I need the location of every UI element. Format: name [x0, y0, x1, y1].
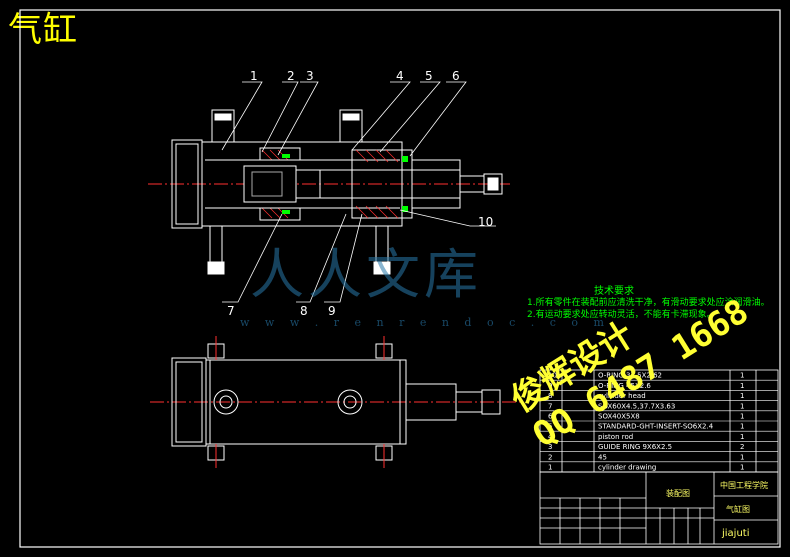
- watermark-url: w w w . r e n r e n d o c . c o m: [240, 316, 610, 329]
- bom-no: 10: [548, 372, 557, 380]
- part-number-2: 2: [287, 69, 295, 83]
- bom-rows: 10 O-RING 37.5X2.62 1 9 O-RING 45X2.6 1 8 cylin…: [540, 372, 778, 473]
- part-number-7: 7: [227, 304, 235, 318]
- part-number-4: 4: [396, 69, 404, 83]
- bom-name: piston rod: [598, 433, 633, 441]
- section-view: [148, 109, 510, 275]
- bom-no: 1: [548, 464, 552, 472]
- part-number-3: 3: [306, 69, 314, 83]
- part-number-1: 1: [250, 69, 258, 83]
- bom-no: 9: [548, 382, 552, 390]
- title-block-drawing-name: 气缸图: [726, 504, 750, 514]
- bom-name: SOX40X5X8: [598, 413, 640, 421]
- bom-no: 2: [548, 453, 552, 461]
- plan-view: [150, 336, 520, 468]
- bom-no: 8: [548, 392, 552, 400]
- bom-qty: 1: [740, 423, 744, 431]
- bom-no: 4: [548, 433, 553, 441]
- bom-name: STANDARD-GHT-INSERT-SO6X2.4: [598, 423, 714, 431]
- bom-name: cylinder drawing: [598, 464, 656, 472]
- leader-lines: [221, 81, 496, 303]
- bom-name: O-RING 37.5X2.62: [598, 372, 662, 380]
- part-numbers: 1 2 3 4 5 6 7 8 9 10: [227, 69, 493, 318]
- bom-name: 45: [598, 453, 607, 461]
- bom-name: O-RING 45X2.6: [598, 382, 651, 390]
- bom-no: 3: [548, 443, 552, 451]
- part-number-9: 9: [328, 304, 336, 318]
- title-block: [539, 471, 779, 545]
- part-number-10: 10: [478, 215, 493, 229]
- bom-qty: 1: [740, 453, 744, 461]
- bom-no: 5: [548, 423, 552, 431]
- drawing-frame: [19, 9, 781, 548]
- bom-qty: 1: [740, 433, 744, 441]
- bom-name: SOX60X4.5,37.7X3.63: [598, 402, 675, 410]
- bom-name: GUIDE RING 9X6X2.5: [598, 443, 672, 451]
- bom-qty: 2: [740, 443, 744, 451]
- tech-req-heading: 技术要求: [594, 286, 634, 297]
- bom-name: cylinder head: [598, 392, 646, 400]
- title-block-code: jiajuti: [721, 528, 750, 539]
- title-block-mid-label: 装配图: [666, 488, 690, 498]
- bom-qty: 1: [740, 464, 744, 472]
- part-number-8: 8: [300, 304, 308, 318]
- title-block-school: 中国工程学院: [720, 480, 768, 490]
- part-number-6: 6: [452, 69, 460, 83]
- tech-req-line-1: 1.所有零件在装配前应清洗干净，有滑动要求处应涂润滑油。: [527, 298, 770, 308]
- bom-qty: 1: [740, 382, 744, 390]
- bom-qty: 1: [740, 372, 744, 380]
- part-number-5: 5: [425, 69, 433, 83]
- watermark-brand: 人人文库: [250, 243, 482, 306]
- bom-no: 7: [548, 402, 552, 410]
- bom-qty: 1: [740, 392, 744, 400]
- bom-qty: 1: [740, 402, 744, 410]
- tech-req-line-2: 2.有运动要求处应转动灵活，不能有卡滞现象。: [527, 310, 716, 320]
- bom-qty: 1: [740, 413, 744, 421]
- bom-no: 6: [548, 413, 553, 421]
